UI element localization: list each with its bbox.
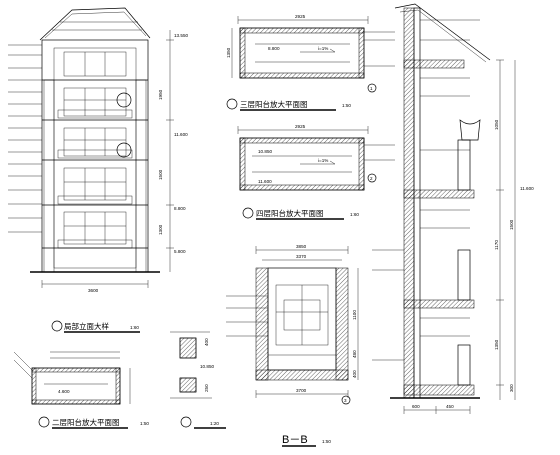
dim-label: 1950 [158, 89, 163, 100]
decorative-urn [459, 119, 481, 141]
detail-callout [116, 142, 132, 158]
grid-label: 1 [370, 86, 373, 91]
detail-callout [116, 92, 132, 108]
detail-section [179, 377, 197, 393]
balcony4-scale: 1:60 [350, 212, 359, 217]
grid-bubble [367, 173, 377, 183]
floor-slab [403, 189, 475, 199]
facade-title: 局部立面大样 [64, 321, 109, 331]
floor-slab [403, 299, 475, 309]
grid-bubble [367, 83, 377, 93]
facade-elevation: 13.550 11.600 8.800 5.800 1950 1500 1300… [8, 7, 188, 333]
grid-label: 3 [344, 398, 347, 403]
section-wall [335, 267, 349, 381]
dim-label: 2925 [295, 14, 306, 19]
balcony2-plan: 4.600 二层阳台放大平面图 1:50 [13, 351, 149, 429]
elev-label: 8.800 [268, 46, 280, 51]
elev-label: 4.600 [58, 389, 70, 394]
dim-label: 1500 [509, 219, 514, 230]
dim-label: 1500 [158, 169, 163, 180]
dim-label: 3700 [296, 388, 307, 393]
dim-label: 480 [352, 350, 357, 358]
dim-label: 1050 [494, 119, 499, 130]
title-marker [242, 207, 254, 219]
wall-section-notes [372, 39, 470, 361]
elev-label: 11.600 [174, 132, 188, 137]
title-marker [226, 98, 238, 110]
small-details: 10.850 400 250 1:20 [170, 331, 226, 429]
balcony2-title: 二层阳台放大平面图 [52, 417, 120, 427]
balcony3-plan: 2925 8.800 i=1% 1350 1 三层阳台放大平面图 1:50 [226, 14, 395, 111]
balcony2-outline [31, 367, 121, 405]
floor-slab [403, 384, 475, 396]
title-marker [38, 416, 50, 428]
dim-label: 3600 [88, 288, 99, 293]
detail-scale: 1:20 [210, 421, 219, 426]
dim-label: 1300 [158, 224, 163, 235]
balcony4-title: 四层阳台放大平面图 [256, 208, 324, 218]
dim-label: 1170 [494, 240, 499, 250]
title-marker [180, 416, 192, 428]
grid-label: 2 [370, 176, 373, 181]
section-wall [255, 267, 269, 381]
dim-label: 250 [204, 384, 209, 392]
elev-label: 11.600 [520, 186, 534, 191]
facade-windows [63, 51, 127, 245]
dim-label: 3850 [296, 244, 307, 249]
elev-label: 8.800 [174, 206, 186, 211]
facade-leader-notes [8, 44, 42, 233]
title-marker [51, 320, 63, 332]
grid-bubble [341, 395, 351, 405]
dim-label: 2925 [295, 124, 306, 129]
dim-label: 400 [204, 338, 209, 346]
balcony3-title: 三层阳台放大平面图 [240, 99, 308, 109]
floor-slab [403, 59, 465, 69]
facade-scale: 1:60 [130, 325, 139, 330]
facade-railings [57, 109, 133, 249]
elev-label: 11.600 [258, 179, 272, 184]
section-scale: 1:50 [322, 439, 331, 444]
facade-roof [39, 7, 151, 41]
elev-label: 10.850 [200, 364, 214, 369]
detail-section [179, 337, 197, 359]
section-slab [255, 369, 349, 381]
slope-label: i=1% [318, 46, 328, 51]
wall-section: 1050 1170 1350 1500 300 11.600 600 450 [372, 3, 534, 414]
balcony2-scale: 1:50 [140, 421, 149, 426]
balcony3-outline [239, 27, 365, 79]
elev-label: 10.850 [258, 149, 272, 154]
balcony3-scale: 1:50 [342, 103, 351, 108]
eave-roof [394, 3, 491, 61]
bb-section: 3850 3370 1100 480 400 3700 3 B－B 1:50 [226, 244, 359, 447]
balcony4-plan: 2925 10.850 11.600 i=1% 2 四层阳台放大平面图 1:60 [237, 124, 395, 220]
dim-label: 1100 [352, 310, 357, 320]
dim-label: 600 [412, 404, 420, 409]
elev-label: 5.800 [174, 249, 186, 254]
dim-label: 450 [446, 404, 454, 409]
dim-label: 1350 [494, 339, 499, 350]
elev-label: 13.550 [174, 33, 188, 38]
dim-label: 3370 [296, 254, 307, 259]
dim-label: 300 [509, 384, 514, 392]
section-title: B－B [282, 434, 308, 446]
slope-label: i=1% [318, 158, 328, 163]
dim-label: 1350 [226, 47, 231, 58]
dim-label: 400 [352, 370, 357, 378]
